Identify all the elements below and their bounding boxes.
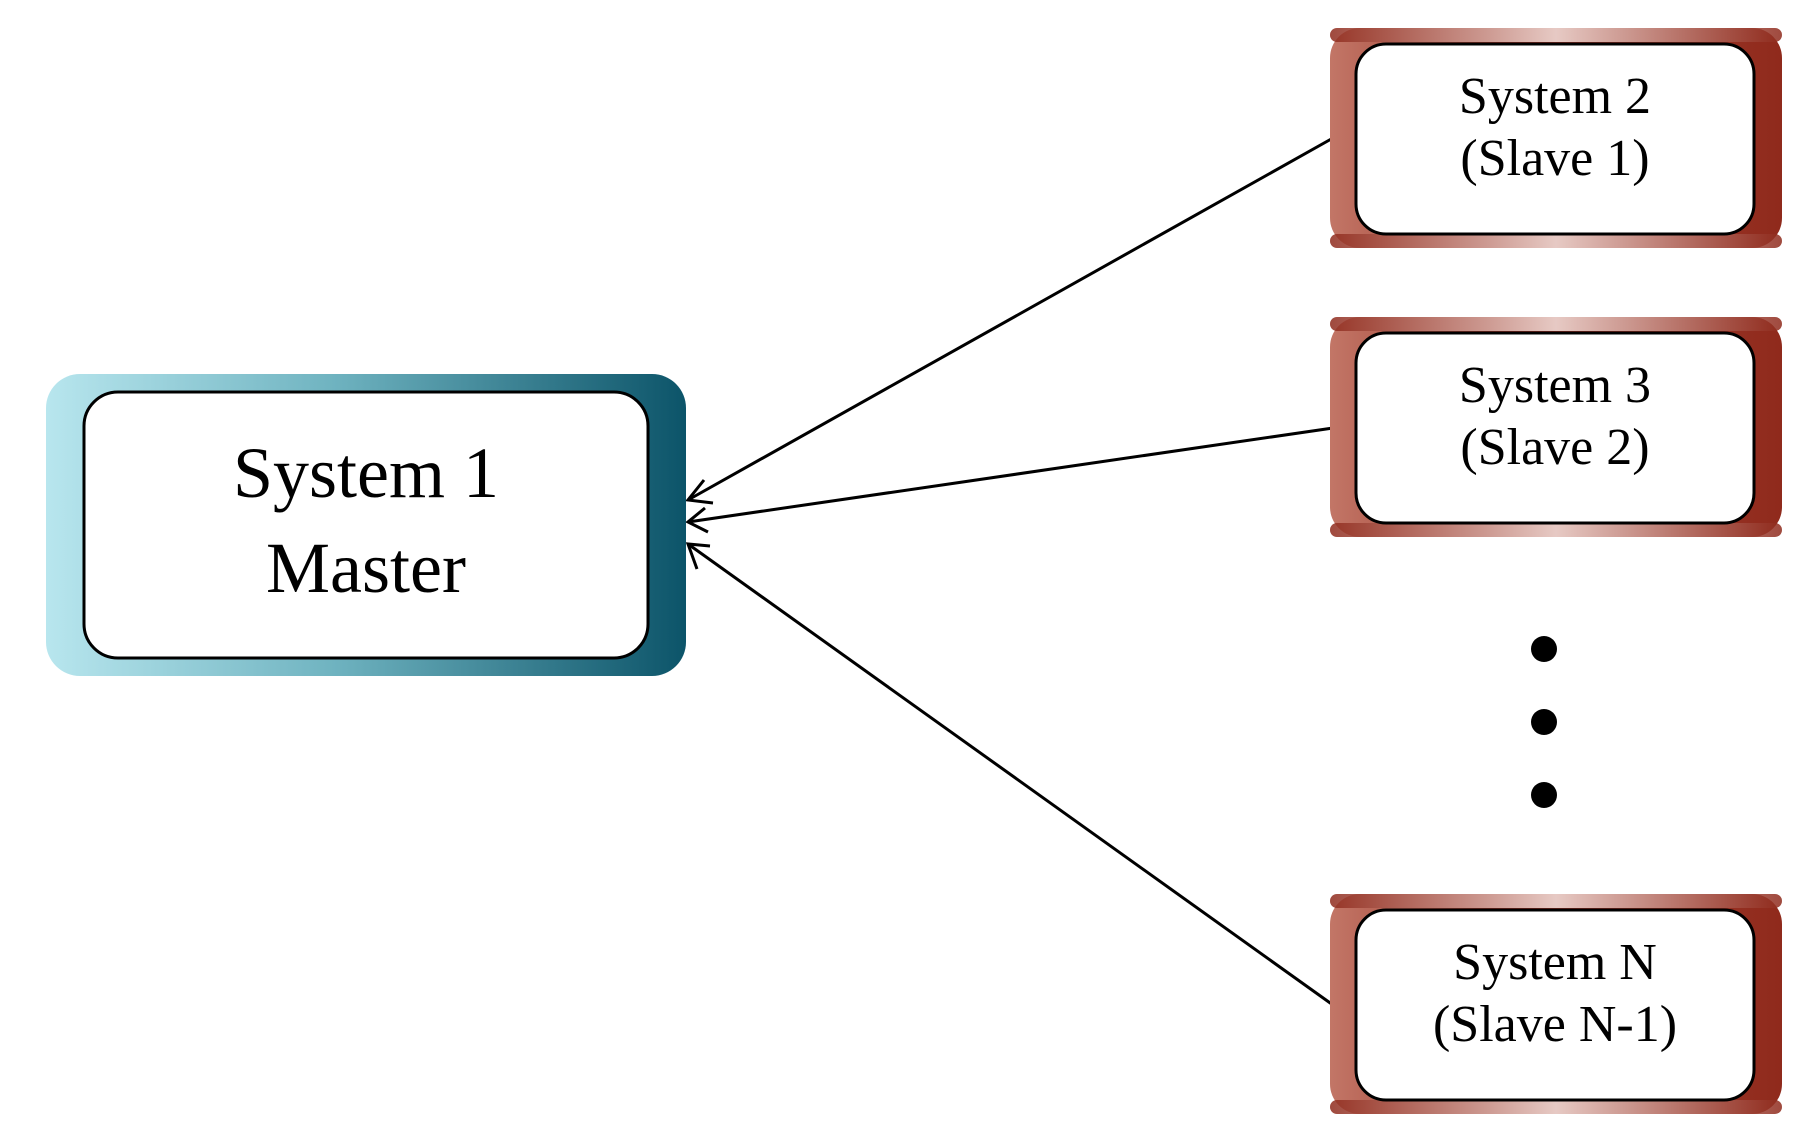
connectors xyxy=(685,136,1334,1007)
slave-node-box xyxy=(1354,908,1756,1102)
slave-title: System 2 xyxy=(1459,68,1651,125)
slave-node-systemN: System N (Slave N-1) xyxy=(1330,894,1782,1114)
slave-node-frame-highlight-bottom xyxy=(1330,523,1782,537)
slave-node-box xyxy=(1354,42,1756,236)
slave-node-system2: System 2 (Slave 1) xyxy=(1330,28,1782,248)
master-node: System 1 Master xyxy=(46,374,686,676)
ellipsis-dots xyxy=(1531,636,1557,808)
slave-node-frame-highlight-bottom xyxy=(1330,1100,1782,1114)
slave-role: (Slave 1) xyxy=(1460,130,1649,187)
ellipsis-dot xyxy=(1531,709,1557,735)
master-title: System 1 xyxy=(233,433,499,513)
connector-systemN xyxy=(687,542,1334,1007)
slave-node-frame-highlight xyxy=(1330,28,1782,42)
slave-node-frame-highlight xyxy=(1330,894,1782,908)
connector-system2 xyxy=(687,136,1334,502)
slave-title: System 3 xyxy=(1459,357,1651,414)
arrowhead-system2 xyxy=(685,479,714,505)
arrowhead-systemN xyxy=(685,542,711,570)
ellipsis-dot xyxy=(1531,636,1557,662)
slave-node-system3: System 3 (Slave 2) xyxy=(1330,317,1782,537)
slave-title: System N xyxy=(1453,934,1657,991)
master-node-box xyxy=(82,390,650,660)
slave-role: (Slave N-1) xyxy=(1433,996,1677,1053)
connector-system3 xyxy=(687,426,1334,524)
arrowhead-system3 xyxy=(685,506,709,534)
master-role: Master xyxy=(266,528,466,608)
ellipsis-dot xyxy=(1531,782,1557,808)
slave-role: (Slave 2) xyxy=(1460,419,1649,476)
slave-node-frame-highlight-bottom xyxy=(1330,234,1782,248)
slave-node-frame-highlight xyxy=(1330,317,1782,331)
slave-node-box xyxy=(1354,331,1756,525)
